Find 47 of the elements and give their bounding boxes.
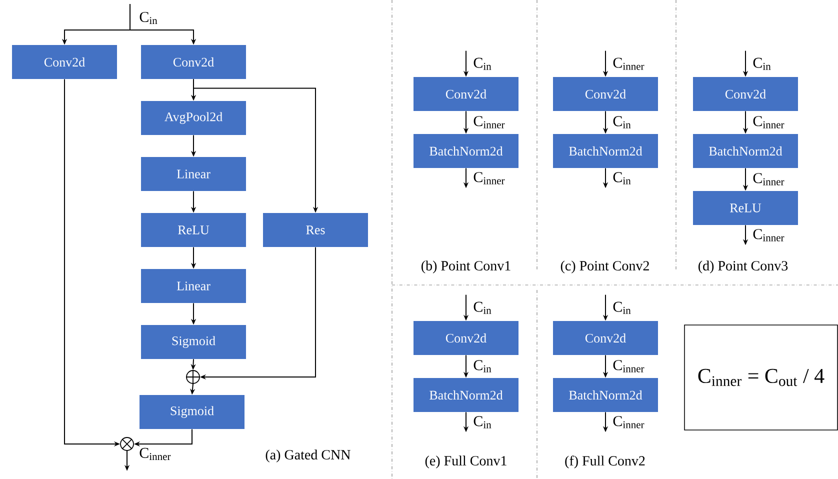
process-box: Sigmoid <box>141 325 246 359</box>
edge-label: C$_{inner}$ <box>613 360 644 372</box>
panel-caption: (b) Point Conv1 <box>422 260 510 274</box>
process-box: BatchNorm2d <box>414 134 518 168</box>
process-box: Sigmoid <box>140 395 244 429</box>
process-box: Conv2d <box>553 321 658 355</box>
edge-label: C$_{in}$ <box>474 58 492 70</box>
process-box: Linear <box>141 157 246 191</box>
edge-label: C$_{inner}$ <box>613 416 644 428</box>
process-box: Conv2d <box>553 77 658 111</box>
formula-box: C$_{inner}$ = C$_{out}$ / 4 <box>684 324 838 430</box>
edge-label: C$_{inner}$ <box>613 58 644 70</box>
panel-caption: (c) Point Conv2 <box>560 260 649 274</box>
process-box: Linear <box>141 269 246 303</box>
edge-label: C$_{in}$ <box>613 302 631 314</box>
edge-label: C$_{in}$ <box>474 302 492 314</box>
edge-label: C$_{in}$ <box>613 172 631 184</box>
process-box: Conv2d <box>414 321 518 355</box>
process-box: BatchNorm2d <box>693 134 798 168</box>
panel-caption: (f) Full Conv2 <box>565 456 645 468</box>
process-box: ReLU <box>141 213 246 247</box>
edge-label: C$_{in}$ <box>753 58 771 70</box>
multiply-symbol <box>120 437 134 451</box>
edge-label: C$_{inner}$ <box>140 448 171 460</box>
panel-caption: (a) Gated CNN <box>266 450 350 462</box>
process-box: Res <box>263 213 368 247</box>
process-box: Conv2d <box>414 77 518 111</box>
edge-label: C$_{inner}$ <box>753 173 784 186</box>
add-symbol <box>186 370 200 384</box>
panel-caption: (e) Full Conv1 <box>425 456 506 468</box>
edge-label: C$_{in}$ <box>474 416 492 428</box>
edge-label: C$_{inner}$ <box>753 229 784 242</box>
process-box: BatchNorm2d <box>553 134 658 168</box>
process-box: BatchNorm2d <box>553 378 658 412</box>
edge-label: C$_{inner}$ <box>474 172 505 184</box>
process-box: BatchNorm2d <box>414 378 518 412</box>
panel-caption: (d) Point Conv3 <box>698 260 788 274</box>
edge-label: C$_{in}$ <box>613 116 631 128</box>
process-box: Conv2d <box>141 45 246 79</box>
edge-label: C$_{in}$ <box>474 360 492 372</box>
process-box: ReLU <box>693 191 798 225</box>
process-box: Conv2d <box>693 77 798 111</box>
edge-label: C$_{inner}$ <box>474 116 505 128</box>
process-box: AvgPool2d <box>141 101 246 135</box>
process-box: Conv2d <box>12 45 117 79</box>
signal-label: C$_{in}$ <box>140 12 158 24</box>
edge-label: C$_{inner}$ <box>753 116 784 128</box>
